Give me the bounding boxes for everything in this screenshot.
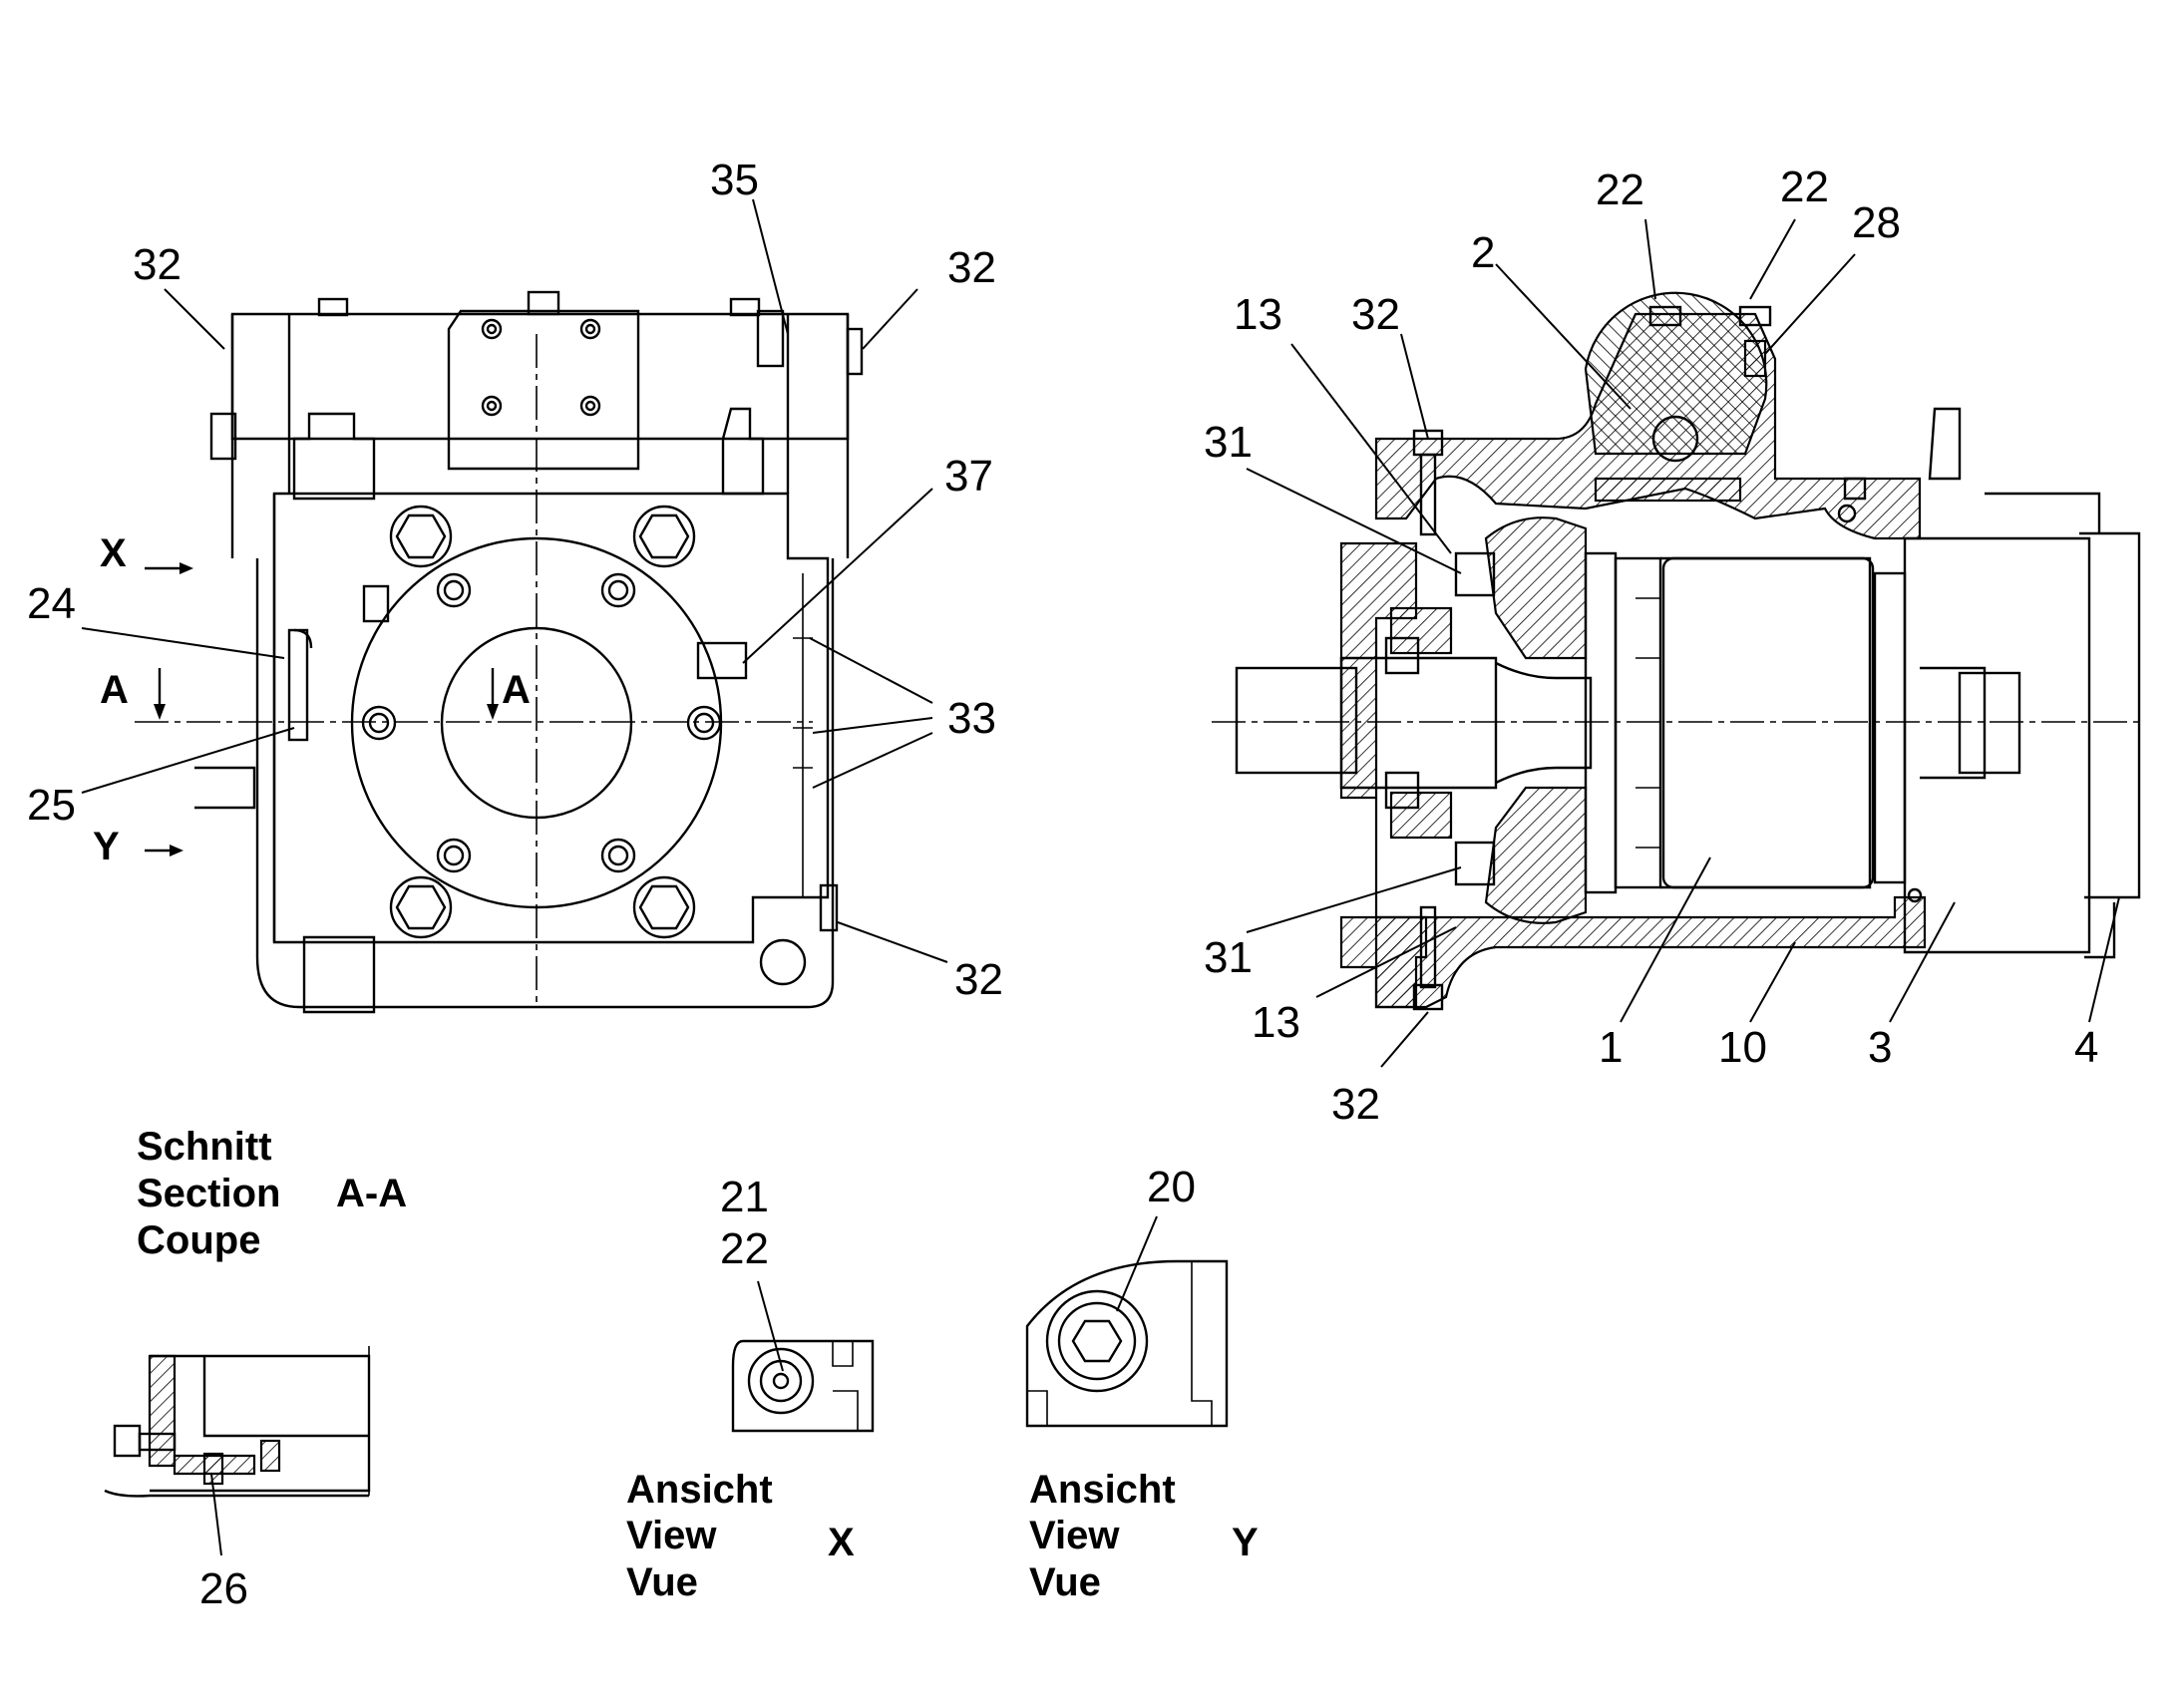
section-view (1212, 291, 2141, 1011)
section-caption-line3: Coupe (137, 1218, 260, 1262)
label-22: 22 (720, 1224, 769, 1273)
section-marker-a: A (100, 668, 129, 712)
label-32: 32 (947, 243, 996, 292)
section-caption-line1: Schnitt (137, 1125, 272, 1169)
label-24: 24 (27, 579, 76, 628)
view-x-caption-line1: Ansicht (626, 1468, 773, 1512)
label-26: 26 (199, 1564, 248, 1613)
label-25: 25 (27, 781, 76, 830)
label-31: 31 (1204, 933, 1253, 982)
label-10: 10 (1718, 1023, 1767, 1072)
label-35: 35 (710, 156, 759, 204)
view-y-caption-line2: View (1029, 1514, 1120, 1557)
view-x-caption-letter: X (828, 1521, 855, 1564)
label-4: 4 (2074, 1023, 2098, 1072)
part-labels: 32 35 32 37 24 33 25 32 22 22 28 2 13 32… (27, 156, 2098, 1613)
label-32: 32 (1351, 290, 1400, 339)
label-3: 3 (1868, 1023, 1892, 1072)
section-caption-id: A-A (336, 1172, 407, 1215)
section-caption-line2: Section (137, 1172, 280, 1215)
label-2: 2 (1471, 228, 1495, 277)
view-x-detail (731, 1339, 875, 1433)
label-28: 28 (1852, 198, 1901, 247)
label-21: 21 (720, 1173, 769, 1221)
view-x-caption-line3: Vue (626, 1560, 698, 1604)
view-y-caption: Ansicht View Vue Y (1029, 1468, 1259, 1604)
label-13: 13 (1234, 290, 1282, 339)
label-1: 1 (1599, 1023, 1623, 1072)
section-marker-a: A (502, 668, 531, 712)
view-y-caption-line3: Vue (1029, 1560, 1101, 1604)
label-37: 37 (944, 452, 993, 501)
label-22: 22 (1780, 163, 1829, 211)
view-marker-x: X (100, 531, 127, 575)
label-32: 32 (1331, 1080, 1380, 1129)
view-x-caption-line2: View (626, 1514, 717, 1557)
section-caption: Schnitt Section Coupe A-A (137, 1125, 407, 1262)
view-markers: X Y A A (93, 531, 531, 868)
front-view (135, 290, 864, 1014)
label-20: 20 (1147, 1163, 1196, 1211)
view-y-caption-letter: Y (1232, 1521, 1259, 1564)
label-22: 22 (1596, 166, 1644, 214)
view-marker-y: Y (93, 825, 120, 868)
label-13: 13 (1252, 998, 1300, 1047)
label-32: 32 (954, 955, 1003, 1004)
section-aa-detail (104, 1346, 371, 1498)
view-x-caption: Ansicht View Vue X (626, 1468, 855, 1604)
label-33: 33 (947, 694, 996, 743)
view-y-caption-line1: Ansicht (1029, 1468, 1176, 1512)
label-32: 32 (133, 240, 182, 289)
view-y-detail (1025, 1259, 1229, 1428)
label-31: 31 (1204, 418, 1253, 467)
leader-lines (81, 198, 2120, 1556)
